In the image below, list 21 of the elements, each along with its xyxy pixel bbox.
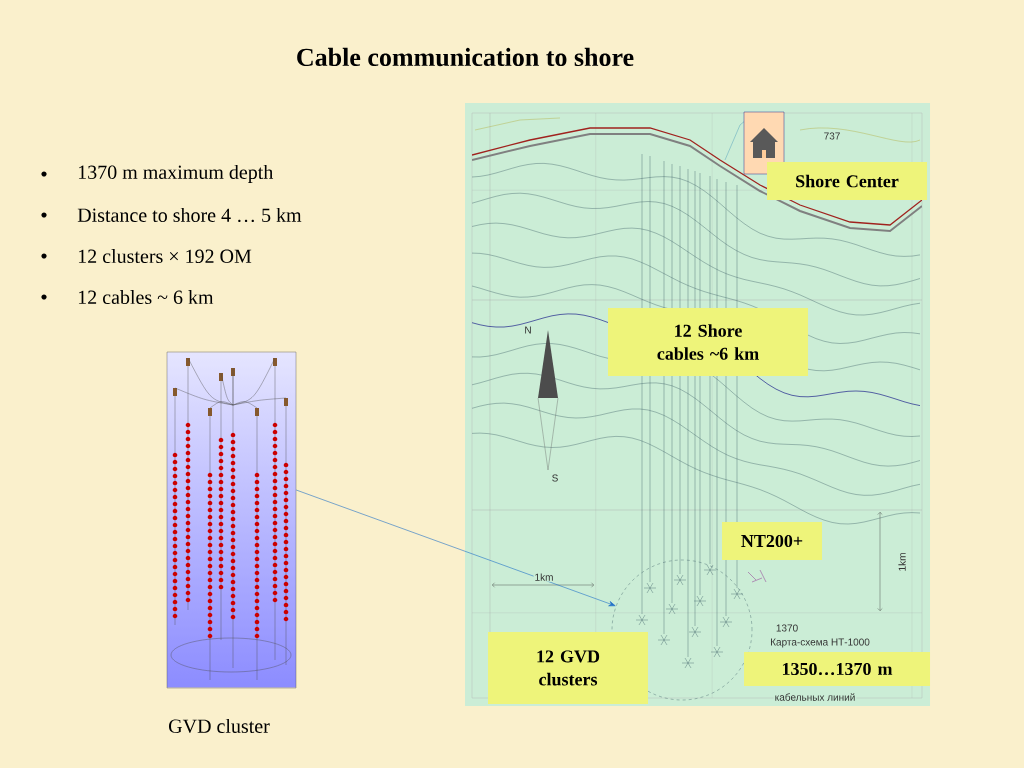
title: Cable communication to shore — [297, 47, 634, 67]
node-label: GVD cluster — [169, 718, 270, 734]
map-label: S — [550, 473, 560, 483]
label-box: NT200+ — [722, 522, 822, 560]
bullet-text: 12 cables ~ 6 km — [78, 289, 214, 305]
label-box: 12 GVD clusters — [488, 632, 648, 704]
map-label: Карта-схема НТ-1000 — [769, 637, 871, 649]
bullet-text: 1370 m maximum depth — [78, 164, 274, 184]
dimension-label: 1km — [897, 551, 907, 573]
bullet-text: Distance to shore 4 … 5 km — [77, 207, 302, 223]
map-label: 737 — [822, 131, 842, 141]
label-box: Shore Center — [767, 162, 927, 200]
map-label: 1370 — [774, 623, 800, 633]
map-label: N — [523, 325, 533, 335]
map-label: кабельных линий — [773, 692, 857, 702]
dimension-label: 1km — [533, 572, 555, 582]
detector-cluster-drawing — [166, 351, 297, 689]
label-box: 1350…1370 m — [744, 652, 930, 686]
bullet-text: 12 clusters × 192 OM — [78, 248, 252, 264]
arrow — [295, 489, 616, 607]
label-box: 12 Shore cables ~6 km — [608, 308, 808, 376]
